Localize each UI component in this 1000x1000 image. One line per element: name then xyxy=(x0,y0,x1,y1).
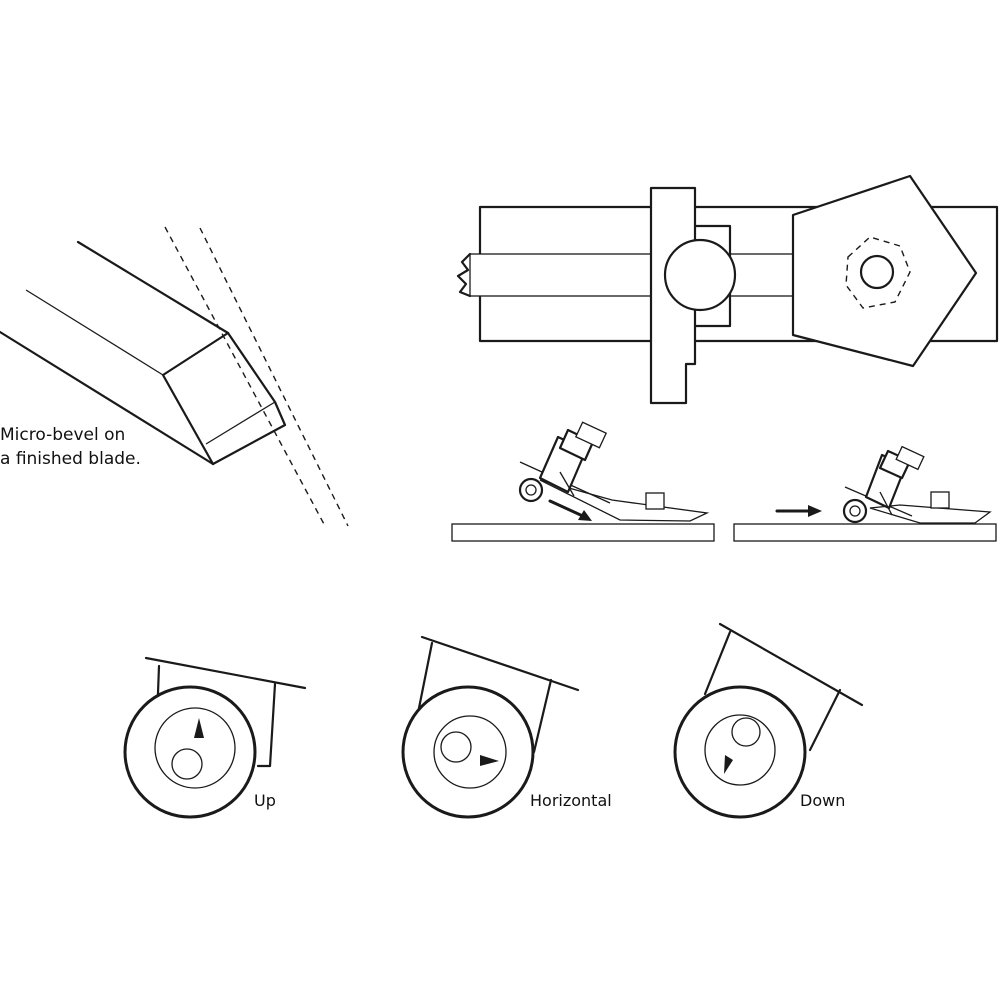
honing-guide-side-view-2 xyxy=(733,445,997,542)
label-horizontal: Horizontal xyxy=(530,791,612,810)
wheel-down-diagram xyxy=(673,622,864,819)
label-up: Up xyxy=(254,791,276,810)
micro-bevel-caption-line2: a finished blade. xyxy=(0,449,141,469)
wheel-horizontal-diagram xyxy=(401,635,580,819)
wheel-up-diagram xyxy=(123,656,307,819)
micro-bevel-caption-line1: Micro-bevel on xyxy=(0,425,126,445)
honing-guide-top-view xyxy=(456,174,999,405)
label-down: Down xyxy=(800,791,846,810)
honing-guide-side-view-1 xyxy=(451,421,715,542)
micro-bevel-blade-illustration xyxy=(0,226,349,527)
